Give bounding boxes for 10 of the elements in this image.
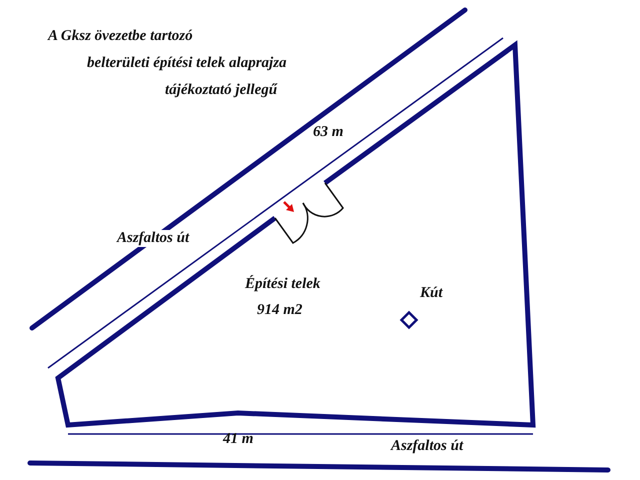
area-label: Építési telek bbox=[245, 276, 320, 292]
road-label: Aszfaltos út bbox=[117, 230, 190, 246]
well-label: Kút bbox=[420, 285, 443, 302]
title-line: belterületi építési telek alaprajza bbox=[87, 55, 287, 72]
title-line: A Gksz övezetbe tartozó bbox=[48, 28, 193, 44]
title-line: tájékoztató jellegű bbox=[165, 82, 278, 98]
dimension-label: 41 m bbox=[223, 431, 254, 448]
area-value: 914 m2 bbox=[257, 302, 302, 318]
road-label: Aszfaltos út bbox=[391, 438, 464, 454]
dimension-label: 63 m bbox=[313, 124, 344, 140]
